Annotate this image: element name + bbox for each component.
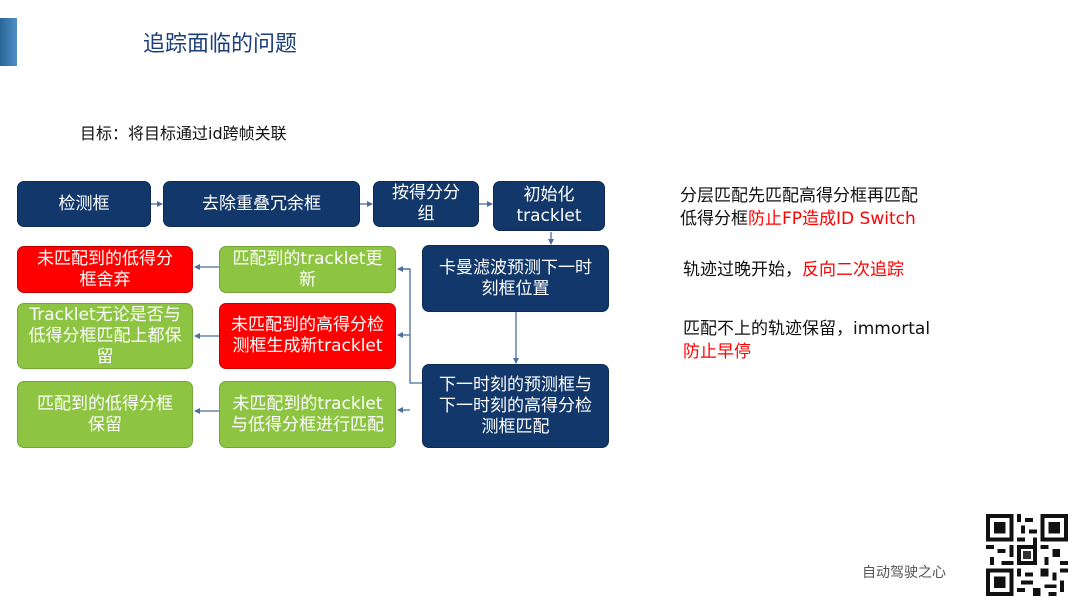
watermark: 自动驾驶之心: [862, 565, 946, 581]
page-title: 追踪面临的问题: [143, 32, 298, 57]
note-immortal-line1: 匹配不上的轨迹保留，immortal: [683, 319, 931, 339]
goal-text: 目标：将目标通过id跨帧关联: [80, 124, 287, 143]
note-hierarchical-line2: 低得分框防止FP造成ID Switch: [680, 208, 918, 231]
box-matched-low-keep: 匹配到的低得分框保留: [17, 381, 193, 448]
box-unmatched-tracklet-low: 未匹配到的tracklet与低得分框进行匹配: [219, 381, 396, 448]
note-late-start: 轨迹过晚开始，反向二次追踪: [683, 259, 904, 282]
note-immortal: 匹配不上的轨迹保留，immortal 防止早停: [683, 318, 930, 364]
box-unmatched-low-discard: 未匹配到的低得分框舍弃: [17, 246, 193, 293]
qr-code-icon: [986, 514, 1068, 596]
note-hierarchical-matching: 分层匹配先匹配高得分框再匹配 低得分框防止FP造成ID Switch: [680, 185, 918, 231]
note-hierarchical-highlight: 防止FP造成ID Switch: [748, 209, 916, 229]
box-matched-update: 匹配到的tracklet更新: [219, 246, 396, 293]
box-kalman: 卡曼滤波预测下一时刻框位置: [422, 245, 609, 312]
box-unmatched-high-new: 未匹配到的高得分检测框生成新tracklet: [219, 303, 396, 369]
accent-bar: [0, 18, 17, 66]
box-detect: 检测框: [17, 181, 151, 227]
box-group: 按得分分组: [373, 181, 479, 227]
box-init: 初始化tracklet: [493, 181, 605, 231]
box-tracklet-keep: Tracklet无论是否与低得分框匹配上都保留: [17, 303, 193, 369]
note-immortal-highlight: 防止早停: [683, 342, 751, 362]
note-late-start-text: 轨迹过晚开始，: [683, 260, 802, 280]
box-dedup: 去除重叠冗余框: [163, 181, 360, 227]
arrow-match-to-branches: [398, 268, 422, 384]
note-hierarchical-line1: 分层匹配先匹配高得分框再匹配: [680, 186, 918, 206]
box-match-high: 下一时刻的预测框与下一时刻的高得分检测框匹配: [422, 364, 609, 448]
note-late-start-highlight: 反向二次追踪: [802, 260, 904, 280]
note-hierarchical-text: 低得分框: [680, 209, 748, 229]
